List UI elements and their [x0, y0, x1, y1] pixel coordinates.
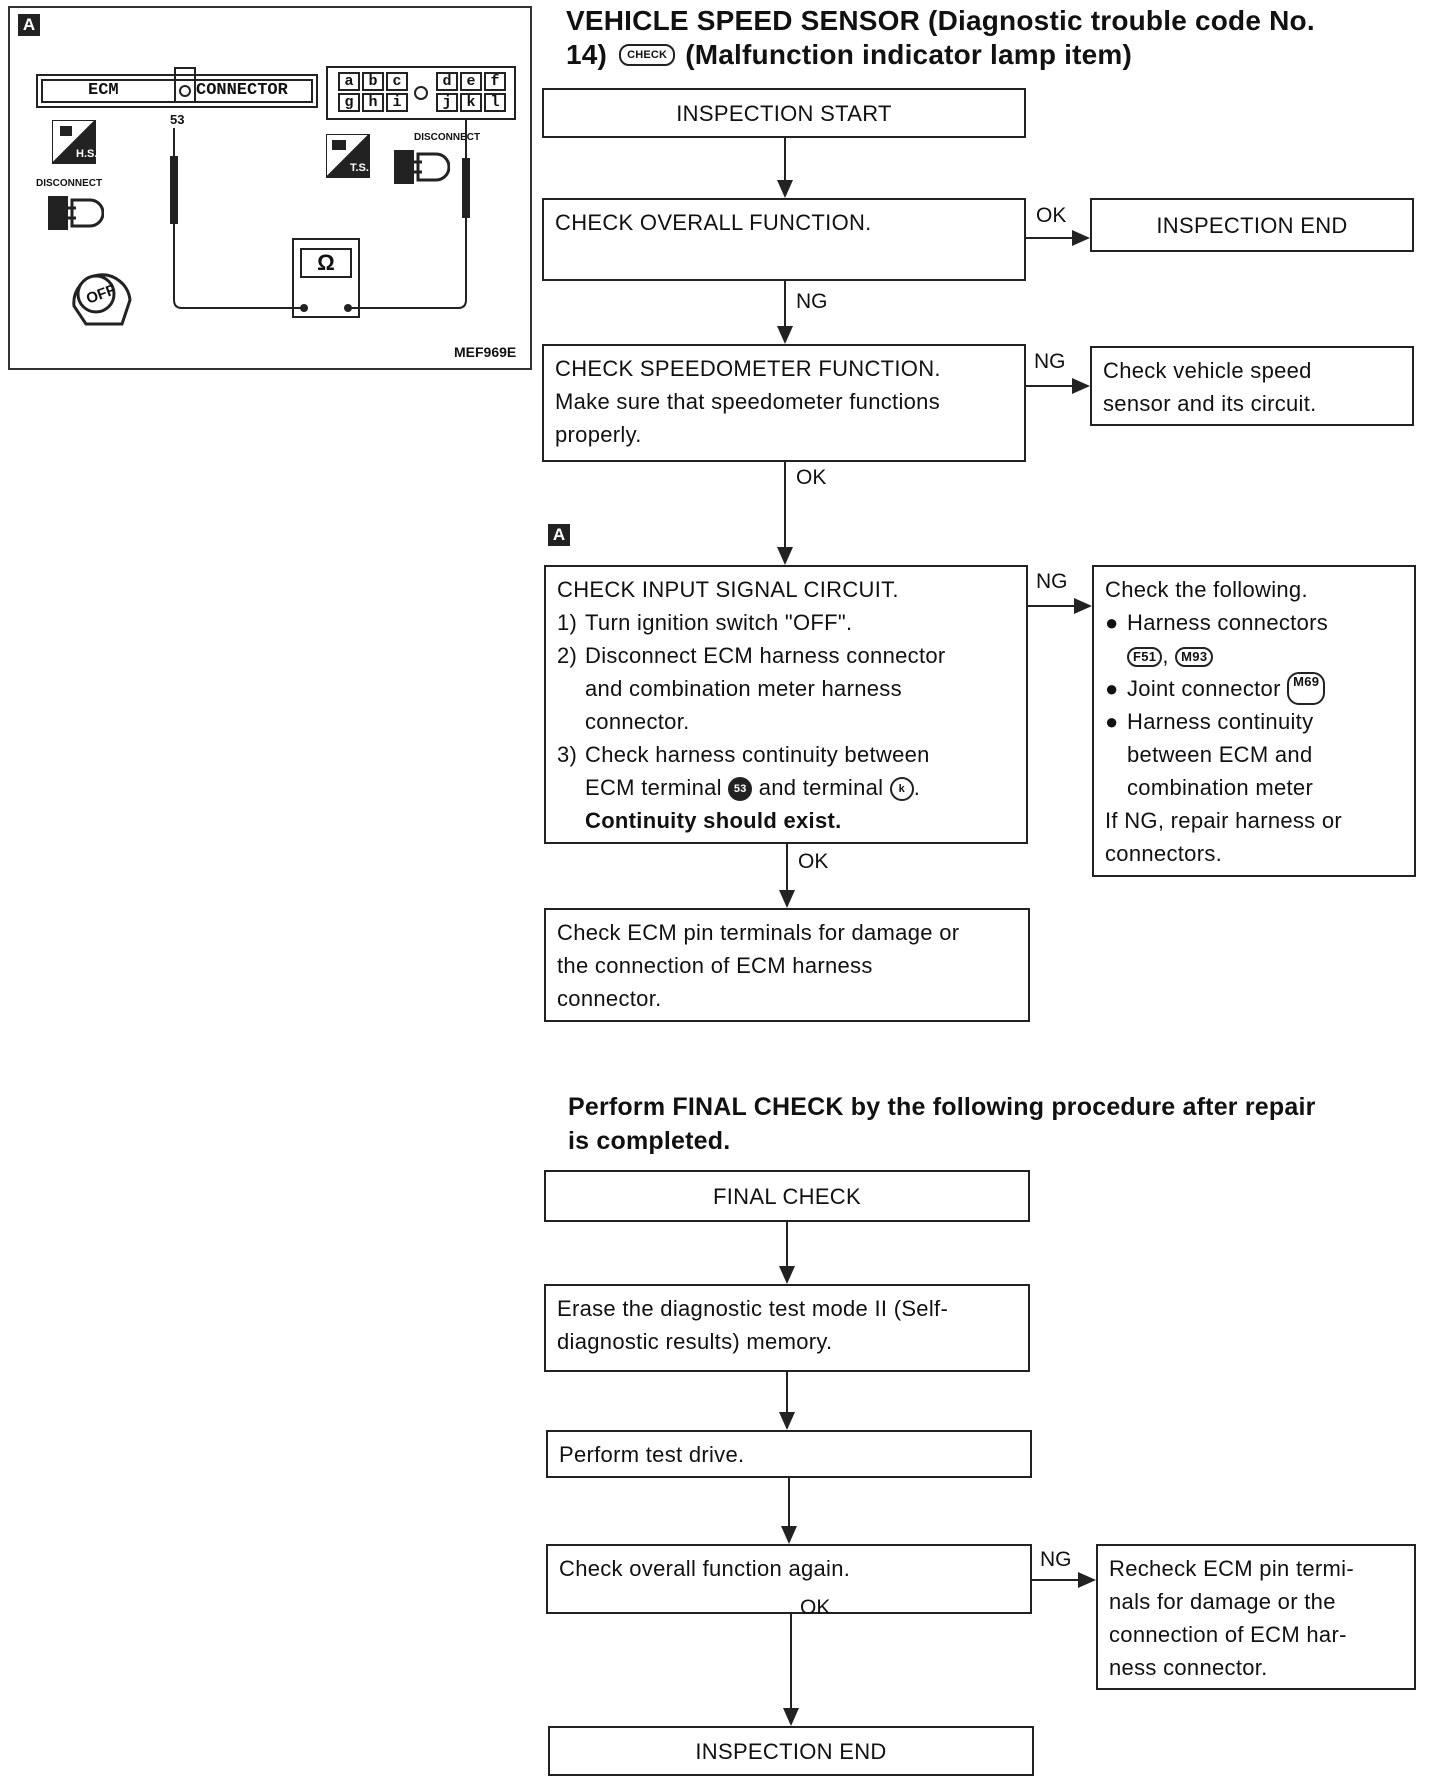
disconnect-right-label: DISCONNECT: [414, 132, 481, 143]
disconnect-left-label: DISCONNECT: [36, 178, 103, 189]
figure-tag-a: A: [18, 14, 40, 36]
page-title: VEHICLE SPEED SENSOR (Diagnostic trouble…: [566, 5, 1315, 70]
check-vss-box: Check vehicle speed sensor and its circu…: [1090, 346, 1414, 426]
input-signal-box: CHECK INPUT SIGNAL CIRCUIT. 1)Turn ignit…: [544, 565, 1028, 844]
ng-label-2: NG: [1034, 350, 1066, 373]
meter-terminal-c: c: [386, 72, 408, 91]
final-check-box: FINAL CHECK: [544, 1170, 1030, 1222]
ecm-connector: ECM CONNECTOR: [36, 67, 318, 108]
hs-icon: H.S.: [51, 119, 99, 167]
erase-memory-box: Erase the diagnostic test mode II (Self-…: [544, 1284, 1030, 1372]
check-following-box: Check the following. ●Harness connectors…: [1092, 565, 1416, 877]
ohmmeter: Ω: [292, 238, 360, 318]
final-ng-label: NG: [1040, 1548, 1072, 1571]
meter-terminal-l: l: [484, 93, 506, 112]
ok-label-2: OK: [796, 466, 827, 489]
check-again-box: Check overall function again.: [546, 1544, 1032, 1614]
meter-terminal-k: k: [460, 93, 482, 112]
meter-terminal-b: b: [362, 72, 384, 91]
ng-label-1: NG: [796, 290, 828, 313]
ecm-label: ECM: [88, 81, 119, 100]
terminal-53-label: 53: [170, 112, 185, 127]
meter-terminal-h: h: [362, 93, 384, 112]
ok-label-3: OK: [798, 850, 829, 873]
ok-label-1: OK: [1036, 204, 1067, 227]
flow-tag-a: A: [548, 524, 570, 546]
final-ok-label: OK: [800, 1596, 831, 1619]
ts-icon: T.S.: [325, 133, 373, 181]
meter-terminal-g: g: [338, 93, 360, 112]
final-check-heading: Perform FINAL CHECK by the following pro…: [568, 1093, 1316, 1155]
meter-terminal-i: i: [386, 93, 408, 112]
connector-m69-badge: M69: [1287, 672, 1326, 705]
meter-terminal-a: a: [338, 72, 360, 91]
probe-leads: [170, 120, 470, 312]
figure-code: MEF969E: [454, 344, 517, 360]
terminal-53-badge: 53: [728, 777, 753, 802]
recheck-box: Recheck ECM pin termi- nals for damage o…: [1096, 1544, 1416, 1690]
connector-m93-badge: M93: [1175, 647, 1214, 668]
speedometer-check-box: CHECK SPEEDOMETER FUNCTION. Make sure th…: [542, 344, 1026, 462]
connector-f51-badge: F51: [1127, 647, 1163, 668]
check-engine-icon: CHECK: [619, 44, 676, 66]
ecm-pins-box: Check ECM pin terminals for damage or th…: [544, 908, 1030, 1022]
ng-label-3: NG: [1036, 570, 1068, 593]
disconnect-right-icon: [390, 146, 451, 193]
final-inspection-end-box: INSPECTION END: [548, 1726, 1034, 1776]
connector-label: CONNECTOR: [196, 81, 288, 100]
check-overall-box: CHECK OVERALL FUNCTION.: [542, 198, 1026, 281]
meter-terminal-d: d: [436, 72, 458, 91]
ohm-icon: Ω: [300, 248, 352, 278]
inspection-end-box-1: INSPECTION END: [1090, 198, 1414, 252]
test-drive-box: Perform test drive.: [546, 1430, 1032, 1478]
terminal-k-badge: k: [889, 777, 914, 802]
disconnect-left-icon: [44, 192, 105, 239]
meter-terminal-j: j: [436, 93, 458, 112]
meter-terminal-e: e: [460, 72, 482, 91]
meter-terminal-f: f: [484, 72, 506, 91]
inspection-start-box: INSPECTION START: [542, 88, 1026, 138]
ignition-off-icon: OFF: [66, 266, 140, 337]
connector-latch: [414, 86, 428, 100]
